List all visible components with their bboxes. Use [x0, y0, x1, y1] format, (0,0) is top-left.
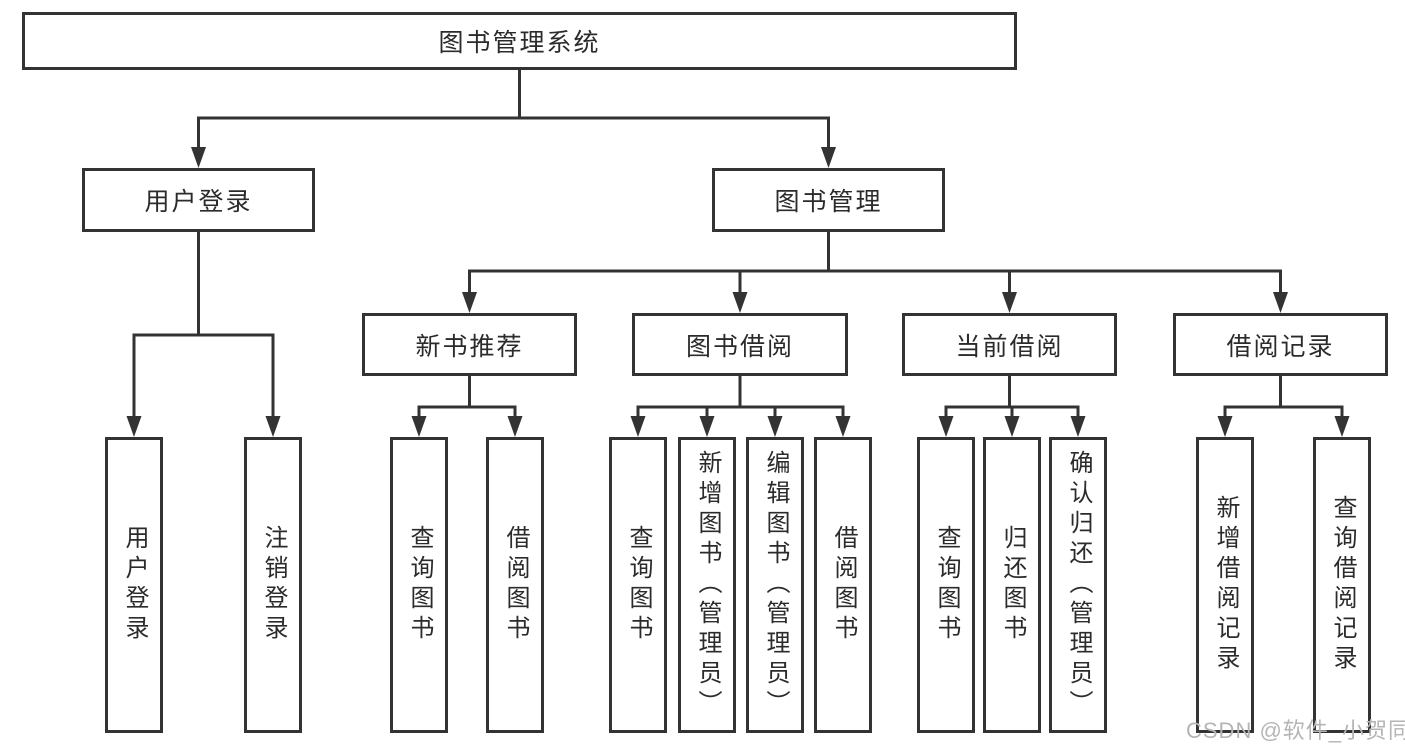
node-label: 用户登录 — [121, 525, 148, 645]
watermark: CSDN @软件_小贺同学 — [1186, 718, 1405, 743]
node-label: 用户登录 — [144, 188, 253, 216]
node-label: 借阅图书 — [502, 525, 529, 645]
arrowhead-icon — [126, 416, 142, 437]
arrowhead-icon — [265, 416, 281, 437]
arrowhead-icon — [1004, 416, 1020, 437]
node-label: 查询图书 — [933, 525, 960, 645]
node-label: 确认归还（管理员） — [1065, 450, 1092, 720]
node-label: 新增图书（管理员） — [694, 450, 721, 720]
node-borrow-edit: 编辑图书（管理员） — [746, 437, 804, 733]
arrowhead-icon — [1273, 292, 1288, 313]
node-borrow-add: 新增图书（管理员） — [678, 437, 736, 733]
node-label: 图书管理 — [774, 188, 883, 216]
node-newbook-borrow: 借阅图书 — [486, 437, 544, 733]
node-current-return: 归还图书 — [983, 437, 1041, 733]
node-root: 图书管理系统 — [22, 12, 1017, 70]
arrowhead-icon — [507, 416, 523, 437]
arrowhead-icon — [732, 292, 748, 313]
node-label: 编辑图书（管理员） — [762, 450, 789, 720]
node-label: 借阅图书 — [830, 525, 857, 645]
node-label: 查询图书 — [625, 525, 652, 645]
node-label: 新书推荐 — [415, 332, 524, 361]
arrowhead-icon — [411, 416, 427, 437]
node-current: 当前借阅 — [902, 313, 1117, 376]
node-label: 查询借阅记录 — [1329, 495, 1356, 675]
node-label: 图书管理系统 — [438, 29, 601, 57]
node-newbook: 新书推荐 — [362, 313, 577, 376]
node-borrow: 图书借阅 — [632, 313, 848, 376]
node-label: 归还图书 — [999, 525, 1026, 645]
node-current-confirm: 确认归还（管理员） — [1049, 437, 1107, 733]
node-label: 当前借阅 — [955, 332, 1064, 361]
arrowhead-icon — [630, 416, 646, 437]
node-login-logout: 注销登录 — [244, 437, 302, 733]
node-borrow-borrow: 借阅图书 — [814, 437, 872, 733]
node-label: 借阅记录 — [1226, 332, 1335, 361]
node-label: 注销登录 — [260, 525, 287, 645]
node-label: 新增借阅记录 — [1212, 495, 1239, 675]
node-newbook-query: 查询图书 — [390, 437, 448, 733]
node-label: 图书借阅 — [685, 332, 794, 361]
arrowhead-icon — [821, 147, 836, 168]
node-mgmt: 图书管理 — [712, 168, 945, 232]
arrowhead-icon — [1334, 416, 1350, 437]
node-borrow-query: 查询图书 — [609, 437, 667, 733]
node-current-query: 查询图书 — [917, 437, 975, 733]
arrowhead-icon — [462, 292, 477, 313]
arrowhead-icon — [767, 416, 783, 437]
node-record: 借阅记录 — [1173, 313, 1388, 376]
node-record-add: 新增借阅记录 — [1196, 437, 1254, 733]
node-login: 用户登录 — [82, 168, 315, 232]
node-login-user: 用户登录 — [105, 437, 163, 733]
node-record-query: 查询借阅记录 — [1313, 437, 1371, 733]
arrowhead-icon — [938, 416, 954, 437]
arrowhead-icon — [1217, 416, 1233, 437]
arrowhead-icon — [1070, 416, 1086, 437]
node-label: 查询图书 — [406, 525, 433, 645]
arrowhead-icon — [1002, 292, 1017, 313]
arrowhead-icon — [191, 147, 206, 168]
arrowhead-icon — [835, 416, 851, 437]
arrowhead-icon — [699, 416, 715, 437]
